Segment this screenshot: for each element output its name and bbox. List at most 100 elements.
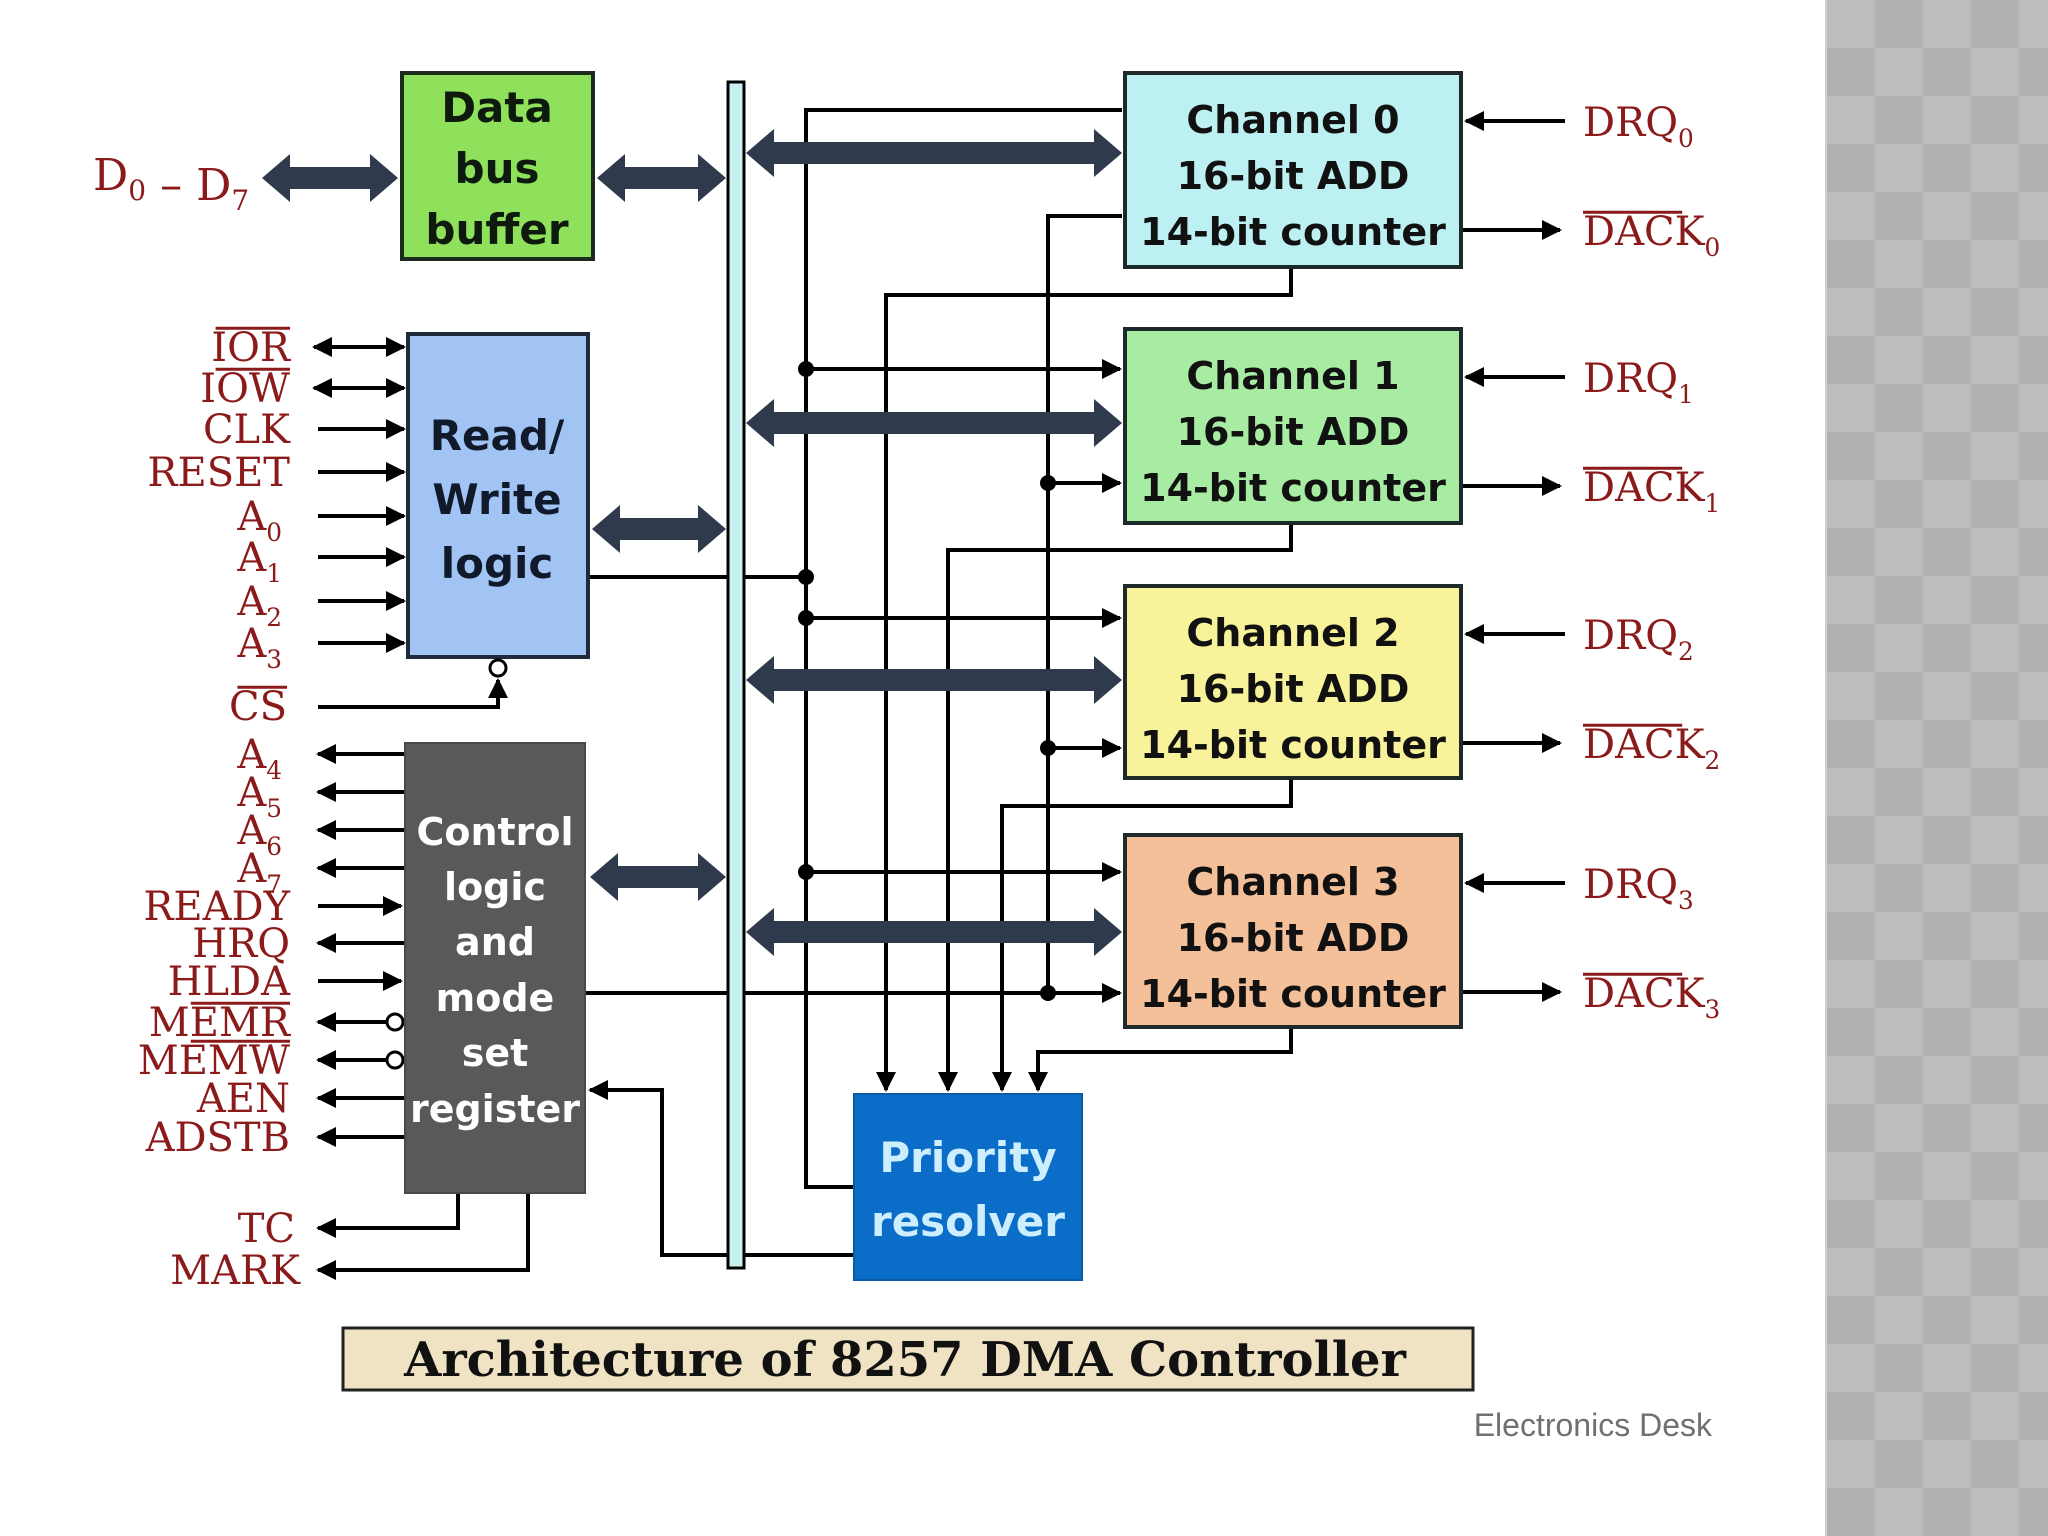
channel-3-line-1: Channel 3	[1186, 860, 1399, 904]
ch1-request-wire	[938, 523, 1293, 1092]
control-logic-line-3: and	[455, 920, 535, 964]
channel-2-line-3: 14-bit counter	[1140, 723, 1446, 767]
junction-dot	[1040, 475, 1056, 491]
signal-label-reset: RESET	[147, 450, 290, 496]
external-data-bus-arrow	[262, 154, 398, 202]
internal-bus-to-channel-1-arrow	[746, 399, 1122, 447]
internal-bus-to-channel-3-arrow	[746, 908, 1122, 956]
signal-label-clk: CLK	[203, 407, 291, 453]
memr-inversion-bubble	[385, 1012, 405, 1032]
read-write-logic-line-1: Read/	[430, 411, 565, 460]
channel-1-block: Channel 1 16-bit ADD 14-bit counter	[1123, 327, 1463, 525]
priority-feedback-wire-b	[588, 1080, 728, 1257]
channel-3-line-2: 16-bit ADD	[1177, 916, 1410, 960]
channel-2-line-1: Channel 2	[1186, 611, 1399, 655]
caption-text: Architecture of 8257 DMA Controller	[403, 1332, 1406, 1388]
control-logic-block: Control logic and mode set register	[404, 742, 586, 1194]
data-bus-signal-label: D0 – D7	[93, 150, 249, 217]
dma-architecture-diagram: Data bus buffer Read/ Write logic Contro…	[93, 71, 1720, 1443]
read-write-logic-line-3: logic	[441, 539, 554, 588]
signal-label-memr: MEMR	[149, 1000, 292, 1046]
signal-label-hrq: HRQ	[192, 921, 290, 967]
signal-label-memw: MEMW	[138, 1038, 290, 1084]
junction-dot	[798, 610, 814, 626]
channel-0-line-1: Channel 0	[1186, 98, 1399, 142]
memw-inversion-bubble	[385, 1050, 405, 1070]
channel-control-bus-wire	[804, 108, 1122, 1189]
signal-label-hlda: HLDA	[168, 959, 292, 1005]
signal-label-a5: A5	[236, 770, 282, 823]
slide: Data bus buffer Read/ Write logic Contro…	[93, 71, 1721, 1443]
read-write-to-internal-bus-arrow	[592, 505, 726, 553]
ch0-request-wire	[876, 267, 1293, 1092]
signal-label-a0: A0	[236, 494, 282, 547]
signal-wire-mark	[316, 1193, 530, 1280]
left-signals: IORIOWCLKRESETA0A1A2A3CSA4A5A6A7READYHRQ…	[138, 325, 301, 1294]
caption-banner: Architecture of 8257 DMA Controller	[341, 1326, 1475, 1392]
dack-3-label: DACK3	[1583, 971, 1720, 1024]
internal-data-bus	[726, 80, 746, 1270]
data-bus-buffer-line-3: buffer	[425, 205, 568, 254]
control-logic-line-5: set	[462, 1031, 529, 1075]
signal-label-ready: READY	[143, 884, 290, 930]
priority-resolver-line-1: Priority	[879, 1133, 1056, 1182]
channel-0-block: Channel 0 16-bit ADD 14-bit counter	[1123, 71, 1463, 269]
ch3-request-wire	[1028, 1027, 1293, 1092]
signal-label-mark: MARK	[170, 1248, 301, 1294]
channel-3-line-3: 14-bit counter	[1140, 972, 1446, 1016]
dack-1-label: DACK1	[1583, 465, 1720, 518]
decorative-side-panel	[1825, 0, 2048, 1536]
control-logic-line-6: register	[410, 1087, 580, 1131]
dack-0-label: DACK0	[1583, 209, 1720, 262]
signal-label-adstb: ADSTB	[145, 1115, 290, 1161]
channel-1-line-2: 16-bit ADD	[1177, 410, 1410, 454]
priority-resolver-block: Priority resolver	[853, 1093, 1083, 1281]
wires	[312, 108, 1565, 1280]
read-write-logic-block: Read/ Write logic	[406, 332, 590, 678]
channel-1-line-1: Channel 1	[1186, 354, 1399, 398]
channel-1-line-3: 14-bit counter	[1140, 466, 1446, 510]
signal-label-a6: A6	[236, 808, 282, 861]
buffer-to-internal-bus-arrow	[597, 154, 726, 202]
control-to-internal-bus-arrow	[590, 853, 726, 901]
drq-3-label: DRQ3	[1583, 862, 1694, 915]
counter-feed-wire	[1046, 214, 1122, 1003]
drq-2-label: DRQ2	[1583, 613, 1694, 666]
read-write-logic-line-2: Write	[432, 475, 561, 524]
junction-dot	[798, 864, 814, 880]
drq-1-label: DRQ1	[1583, 356, 1694, 409]
signal-label-a3: A3	[236, 621, 282, 674]
junction-dot	[798, 361, 814, 377]
data-bus-buffer-line-2: bus	[455, 144, 540, 193]
control-logic-line-1: Control	[416, 810, 573, 854]
drq-0-label: DRQ0	[1583, 100, 1694, 153]
chip-select-inversion-bubble	[488, 658, 508, 678]
bus-arrows	[262, 129, 1122, 956]
signal-label-aen: AEN	[196, 1076, 290, 1122]
credit-text: Electronics Desk	[1474, 1407, 1713, 1443]
signal-label-a2: A2	[236, 579, 282, 632]
signal-label-a7: A7	[236, 846, 282, 899]
signal-label-a4: A4	[236, 732, 282, 785]
channel-2-line-2: 16-bit ADD	[1177, 667, 1410, 711]
internal-bus-to-channel-0-arrow	[746, 129, 1122, 177]
signal-label-a1: A1	[236, 535, 282, 588]
junction-dot	[1040, 740, 1056, 756]
signal-wire-tc	[316, 1193, 460, 1238]
signal-label-iow: IOW	[200, 366, 290, 412]
signal-label-tc: TC	[238, 1206, 295, 1252]
control-logic-line-2: logic	[444, 865, 546, 909]
channels: Channel 0 16-bit ADD 14-bit counter DRQ0DAC…	[1123, 71, 1720, 1029]
signal-wire-cs	[318, 678, 508, 709]
channel-0-line-2: 16-bit ADD	[1177, 154, 1410, 198]
ch2-request-wire	[992, 778, 1293, 1092]
channel-3-block: Channel 3 16-bit ADD 14-bit counter	[1123, 833, 1463, 1029]
channel-0-line-3: 14-bit counter	[1140, 210, 1446, 254]
signal-label-cs: CS	[229, 684, 287, 730]
priority-resolver-line-2: resolver	[871, 1197, 1065, 1246]
internal-bus-to-channel-2-arrow	[746, 656, 1122, 704]
channel-2-block: Channel 2 16-bit ADD 14-bit counter	[1123, 584, 1463, 780]
control-logic-line-4: mode	[436, 976, 555, 1020]
dack-2-label: DACK2	[1583, 722, 1720, 775]
data-bus-buffer-block: Data bus buffer	[400, 71, 595, 261]
